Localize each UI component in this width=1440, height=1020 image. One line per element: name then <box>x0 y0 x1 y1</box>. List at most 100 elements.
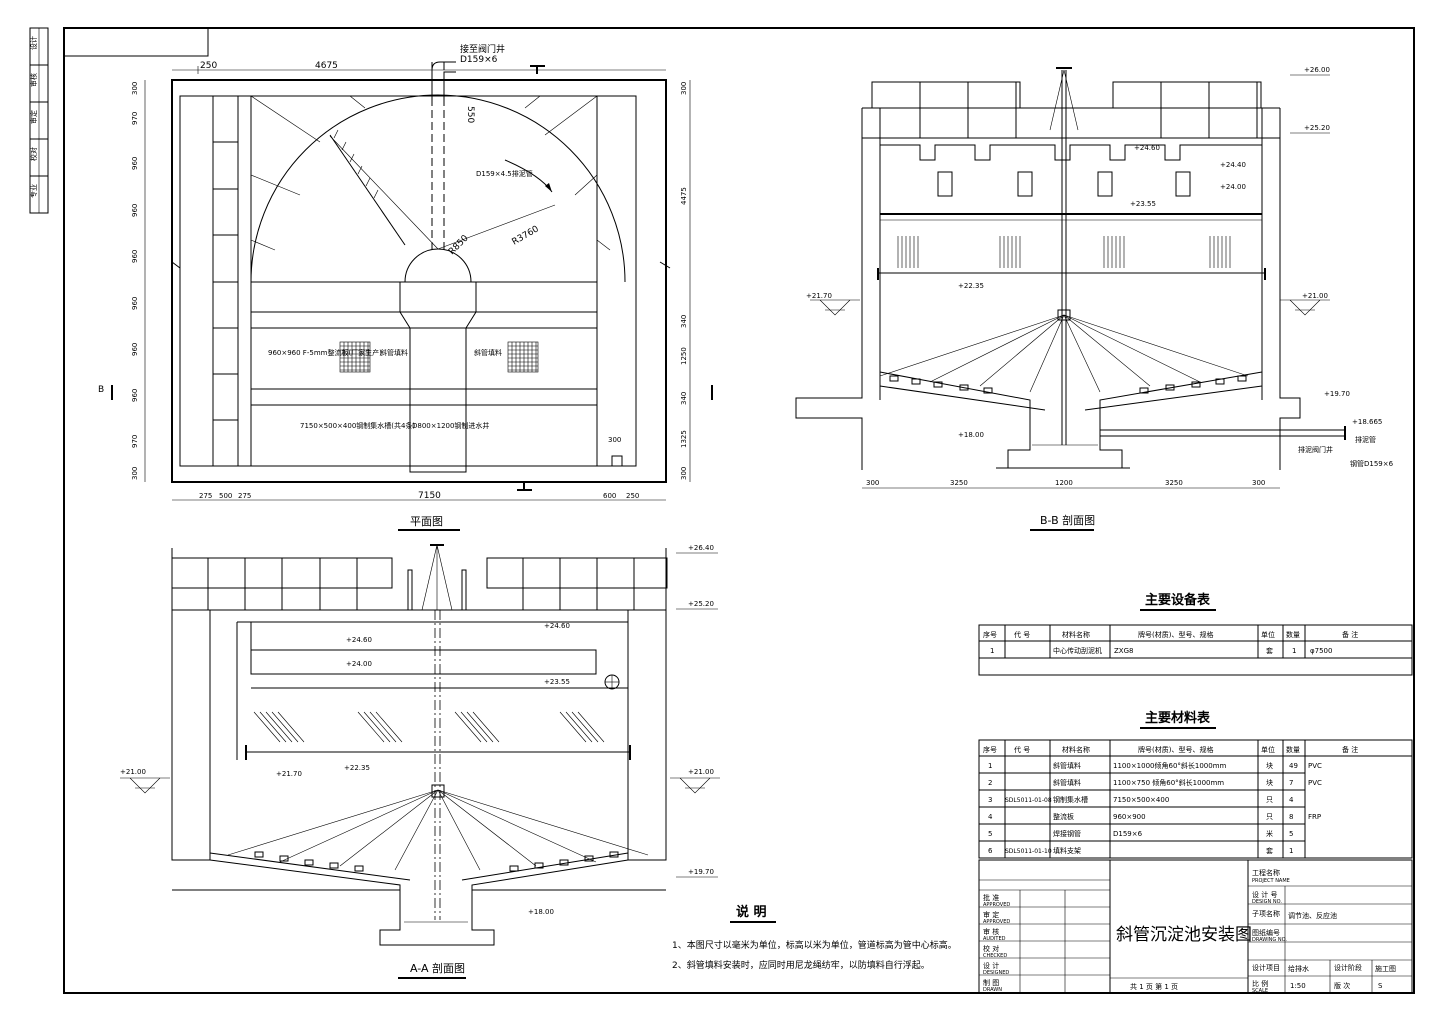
mt-h-1: 代 号 <box>1014 745 1030 754</box>
sludge-pipe-label: D159×4.5排泥管 <box>476 169 533 178</box>
bb-scraper-blades <box>889 375 1247 394</box>
aa-level-12: +18.00 <box>528 908 554 916</box>
tb-subitem-label: 子项名称 <box>1252 909 1280 918</box>
tb-role-1: 批 准 <box>983 893 999 902</box>
bb-dim-3: 3250 <box>1165 479 1183 487</box>
tb-design-no-en: DESIGN NO. <box>1252 899 1282 905</box>
tb-scale-label: 比 例 <box>1252 979 1268 988</box>
dim-left-3: 960 <box>131 204 139 217</box>
eq-h-0: 序号 <box>983 630 997 639</box>
mt-r4-4: 米 <box>1266 829 1273 838</box>
tb-role-en-5: DESIGNED <box>983 970 1009 976</box>
tb-stage-label: 设计阶段 <box>1334 963 1362 972</box>
bb-level-6: +23.55 <box>1130 200 1156 208</box>
tube-label-right: 斜管填料 <box>474 348 502 357</box>
mt-r4-0: 5 <box>988 830 992 838</box>
dim-bottom-5: 250 <box>626 492 639 500</box>
title-block: 批 准 审 定 审 核 校 对 设 计 制 图 APPROVED APPROVE… <box>978 859 1413 994</box>
mt-r5-2: 填料支架 <box>1053 846 1081 855</box>
drawing-title: 斜管沉淀池安装图 <box>1116 925 1252 945</box>
mt-r3-5: 8 <box>1289 813 1293 821</box>
mt-r3-3: 960×900 <box>1113 813 1146 821</box>
notes: 说 明 1、本图尺寸以毫米为单位，标高以米为单位，管道标高为管中心标高。 2、斜… <box>672 904 957 971</box>
bb-level-2: +25.20 <box>1304 124 1330 132</box>
tb-drawing-no-en: DRAWING NO. <box>1252 937 1287 943</box>
bb-level-12: +18.665 <box>1352 418 1382 426</box>
aa-level-10: +21.00 <box>688 768 714 776</box>
mt-r1-5: 7 <box>1289 779 1293 787</box>
bb-valve-label: 排泥阀门井 <box>1298 445 1333 454</box>
bb-level-5: +24.00 <box>1220 183 1246 191</box>
tb-scale-value: 1:50 <box>1290 982 1306 990</box>
aa-scraper-blades <box>254 851 619 872</box>
bb-level-1: +26.00 <box>1304 66 1330 74</box>
mt-r0-6: PVC <box>1308 762 1322 770</box>
mt-r4-2: 焊接钢管 <box>1053 829 1081 838</box>
dim-550: 550 <box>465 106 475 123</box>
dim-left-0: 300 <box>131 82 139 95</box>
note-1: 1、本图尺寸以毫米为单位，标高以米为单位，管道标高为管中心标高。 <box>672 939 957 951</box>
tb-page-info: 共 1 页 第 1 页 <box>1130 982 1178 991</box>
tb-version-label: 版 次 <box>1334 981 1350 990</box>
aa-level-1: +26.40 <box>688 544 714 552</box>
tb-discipline-label: 设计项目 <box>1252 963 1280 972</box>
aa-level-9: +21.00 <box>120 768 146 776</box>
side-label-5: 专业 <box>29 184 38 198</box>
dim-bottom-0: 275 <box>199 492 212 500</box>
eq-h-6: 备 注 <box>1342 630 1358 639</box>
mt-r0-5: 49 <box>1289 762 1298 770</box>
bb-section: +26.00 +25.20 +24.60 +24.40 +24.00 +23.5… <box>795 66 1394 531</box>
eq-h-2: 材料名称 <box>1062 630 1090 639</box>
mt-h-6: 备 注 <box>1342 745 1358 754</box>
tb-role-en-3: AUDITED <box>983 936 1006 942</box>
tb-role-en-1: APPROVED <box>983 902 1010 908</box>
aa-tube-hatch <box>253 711 605 743</box>
aa-level-7: +22.35 <box>344 764 370 772</box>
dim-bottom-1: 500 <box>219 492 232 500</box>
tb-role-3: 审 核 <box>983 927 999 936</box>
tb-version-value: S <box>1378 982 1383 990</box>
tb-design-no-label: 设 计 号 <box>1252 890 1277 899</box>
aa-level-8: +21.70 <box>276 770 302 778</box>
radius-inner: R850 <box>447 233 471 257</box>
mt-h-4: 单位 <box>1261 745 1275 754</box>
tb-project-en: PROJECT NAME <box>1252 878 1290 884</box>
dim-right-top-1: 4475 <box>680 187 688 205</box>
material-table-title: 主要材料表 <box>1145 710 1211 726</box>
bb-level-3: +24.60 <box>1134 144 1160 152</box>
mt-r5-1: SDL5011-01-10 <box>1005 848 1052 855</box>
tb-role-en-6: DRAWN <box>983 987 1002 993</box>
mt-h-0: 序号 <box>983 745 997 754</box>
dim-left-9: 300 <box>131 467 139 480</box>
tb-role-en-2: APPROVED <box>983 919 1010 925</box>
dim-300: 300 <box>608 436 621 444</box>
dim-right-1: 1250 <box>680 347 688 365</box>
dim-top-2: 4675 <box>315 61 338 71</box>
radius-outer: R3760 <box>511 224 541 247</box>
aa-title: A-A 剖面图 <box>410 961 465 975</box>
aa-level-11: +19.70 <box>688 868 714 876</box>
eq-r0-2: 中心传动刮泥机 <box>1053 646 1102 655</box>
tube-grid-left <box>339 341 371 373</box>
eq-r0-0: 1 <box>990 647 994 655</box>
dim-right-top-0: 300 <box>680 82 688 95</box>
mt-r3-2: 整流板 <box>1053 812 1074 821</box>
eq-h-1: 代 号 <box>1014 630 1030 639</box>
mt-h-5: 数量 <box>1286 745 1300 754</box>
bb-level-8: +21.70 <box>806 292 832 300</box>
bb-dim-0: 300 <box>866 479 879 487</box>
bb-level-4: +24.40 <box>1220 161 1246 169</box>
tube-grid-right <box>507 341 539 373</box>
dim-bottom-2: 275 <box>238 492 251 500</box>
dim-left-7: 960 <box>131 389 139 402</box>
trough-label: 7150×500×400钢制集水槽(共4条) <box>300 421 415 430</box>
dim-left-1: 970 <box>131 112 139 125</box>
mt-r1-3: 1100×750 倾角60°斜长1000mm <box>1113 778 1224 787</box>
dim-right-4: 300 <box>680 467 688 480</box>
side-label-4: 校对 <box>29 147 38 161</box>
slot-label: 960×960 F-5mm整流板(厂家生产) <box>268 348 382 357</box>
outlet-label: 接至阀门井 <box>460 43 505 55</box>
aa-level-2: +25.20 <box>688 600 714 608</box>
mt-h-2: 材料名称 <box>1062 745 1090 754</box>
